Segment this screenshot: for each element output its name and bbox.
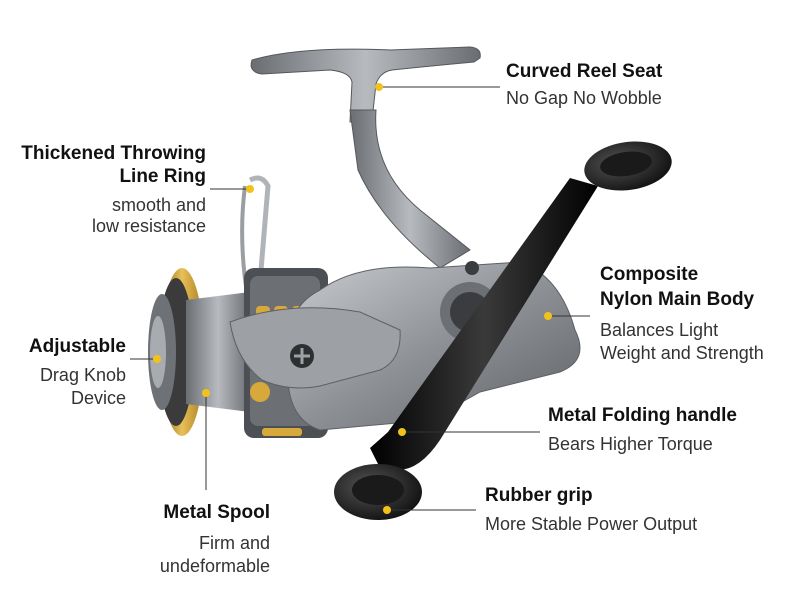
handle-desc: Bears Higher Torque	[548, 433, 713, 454]
drag-knob-desc-1: Drag Knob	[39, 364, 126, 385]
grip-title: Rubber grip	[485, 485, 593, 506]
reel-seat-title: Curved Reel Seat	[506, 61, 663, 82]
reel-stem	[349, 109, 471, 269]
reel-seat	[250, 46, 481, 123]
drag-knob-desc-2: Device	[70, 388, 126, 409]
line-ring-desc-2: low resistance	[91, 216, 206, 237]
callout-grip: Rubber grip More Stable Power Output	[485, 485, 697, 535]
main-body-desc-2: Weight and Strength	[600, 343, 764, 364]
main-body-title-1: Composite	[600, 264, 699, 285]
main-body-title-2: Nylon Main Body	[600, 288, 755, 310]
line-ring-title-1: Thickened Throwing	[21, 143, 206, 164]
spool-desc-1: Firm and	[198, 532, 270, 553]
callout-handle: Metal Folding handle Bears Higher Torque	[548, 405, 737, 455]
callout-main-body: Composite Nylon Main Body Balances Light…	[600, 264, 764, 365]
grip-desc: More Stable Power Output	[485, 513, 698, 534]
handle-title: Metal Folding handle	[548, 405, 737, 426]
spool-title: Metal Spool	[163, 502, 270, 523]
reel-seat-desc: No Gap No Wobble	[506, 87, 662, 108]
callout-drag-knob: Adjustable Drag Knob Device	[29, 336, 126, 410]
line-ring-title-2: Line Ring	[119, 165, 206, 187]
line-ring-desc-1: smooth and	[111, 194, 206, 215]
drag-knob-title: Adjustable	[28, 336, 126, 357]
handle-arm	[370, 178, 598, 470]
leader-lines	[130, 83, 590, 514]
callout-line-ring: Thickened Throwing Line Ring smooth and …	[21, 143, 206, 238]
main-body-desc-1: Balances Light	[600, 319, 719, 340]
reel-illustration	[148, 46, 672, 520]
spool-desc-2: undeformable	[159, 556, 270, 577]
bail-wire	[248, 175, 271, 331]
callout-reel-seat: Curved Reel Seat No Gap No Wobble	[506, 61, 662, 109]
callout-spool: Metal Spool Firm and undeformable	[160, 502, 270, 578]
